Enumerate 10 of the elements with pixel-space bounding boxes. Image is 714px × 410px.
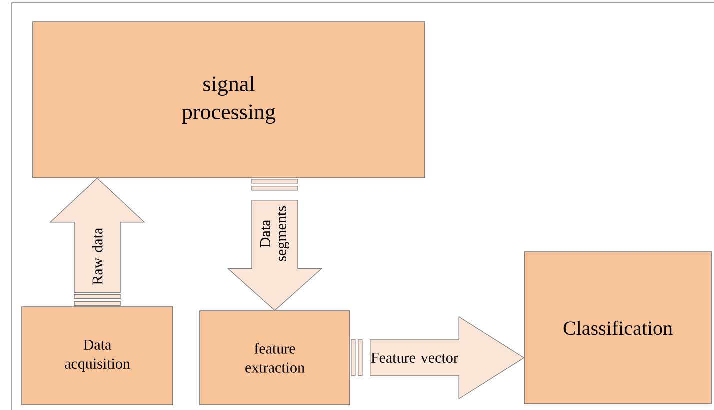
- block-arrow: [351, 316, 525, 400]
- process-box: Data acquisition: [22, 306, 174, 406]
- process-box: feature extraction: [200, 310, 350, 406]
- edge-label: Raw data: [92, 228, 103, 285]
- process-box: Classification: [524, 252, 712, 404]
- process-box: signal processing: [32, 22, 426, 178]
- block-arrow: [227, 179, 323, 312]
- block-arrow: [50, 178, 146, 306]
- edge-label: Feature vector: [371, 353, 458, 363]
- edge-label: Data segments: [260, 206, 290, 262]
